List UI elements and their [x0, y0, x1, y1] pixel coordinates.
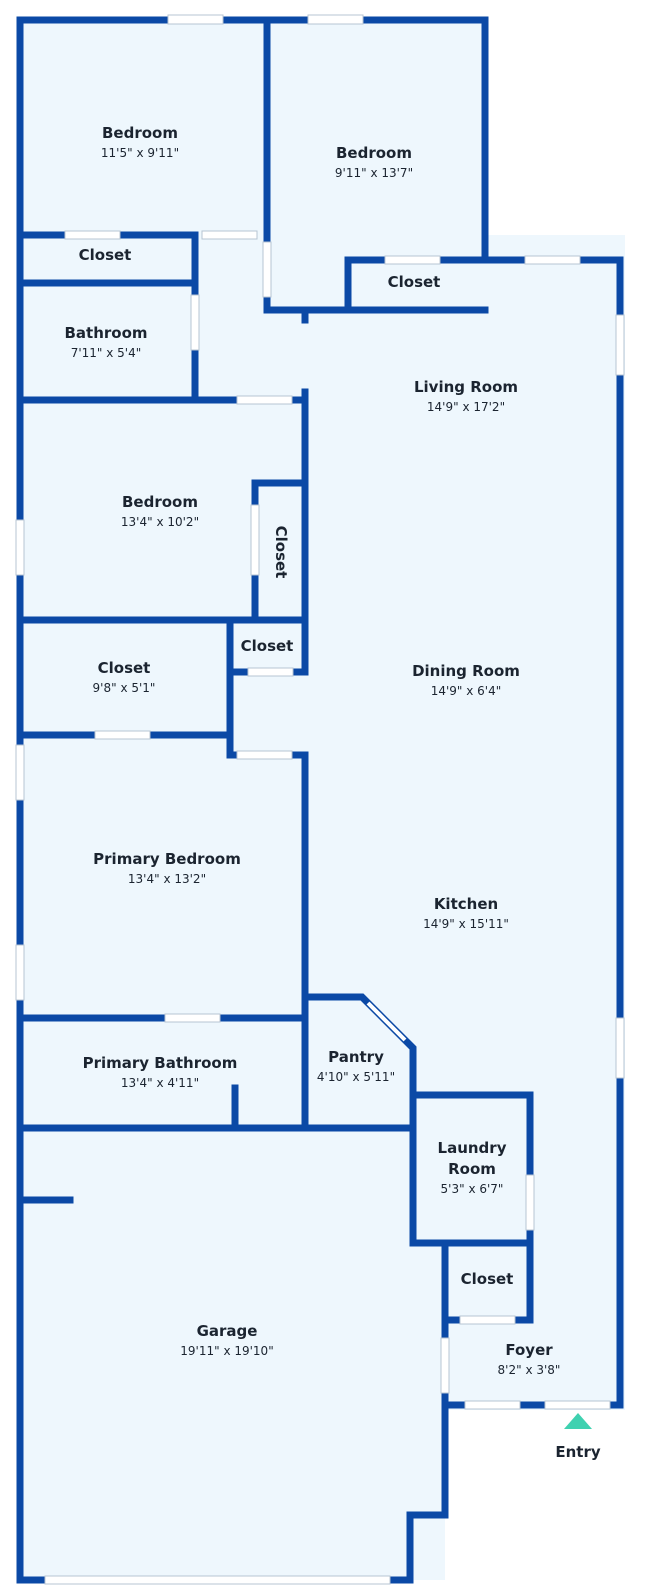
room-name: Dining Room	[412, 662, 520, 680]
room-closet-6: Closet	[461, 1270, 514, 1288]
room-dimensions: 14'9" x 17'2"	[427, 400, 505, 414]
room-dimensions: 13'4" x 10'2"	[121, 515, 199, 529]
room-foyer: Foyer 8'2" x 3'8"	[498, 1341, 561, 1377]
door-gap	[440, 1337, 450, 1394]
door-gap	[190, 294, 200, 351]
room-primary-bedroom: Primary Bedroom 13'4" x 13'2"	[93, 850, 241, 886]
entry-marker: Entry	[555, 1413, 601, 1461]
window-marker	[464, 1400, 521, 1410]
door-gap	[525, 1174, 535, 1231]
door-gap	[64, 230, 121, 240]
room-dimensions: 14'9" x 15'11"	[423, 917, 509, 931]
window-marker	[15, 944, 25, 1001]
window-marker	[615, 1017, 625, 1079]
room-name: Foyer	[505, 1341, 553, 1359]
room-closet-1: Closet	[79, 246, 132, 264]
door-gap	[236, 750, 293, 760]
room-name: Living Room	[414, 378, 518, 396]
room-garage: Garage 19'11" x 19'10"	[180, 1322, 273, 1358]
room-dimensions: 5'3" x 6'7"	[441, 1182, 504, 1196]
window-marker	[615, 314, 625, 376]
room-living-room: Living Room 14'9" x 17'2"	[414, 378, 518, 414]
window-marker	[307, 14, 364, 25]
room-name: Room	[448, 1160, 496, 1178]
room-name: Closet	[461, 1270, 514, 1288]
door-gap	[44, 1575, 391, 1585]
room-closet-2: Closet	[388, 273, 441, 291]
room-name: Closet	[98, 659, 151, 677]
window-marker	[15, 519, 25, 576]
room-bedroom-1: Bedroom 11'5" x 9'11"	[101, 124, 179, 160]
room-dimensions: 7'11" x 5'4"	[71, 346, 142, 360]
room-name: Bedroom	[122, 493, 198, 511]
window-marker	[167, 14, 224, 25]
door-gap	[384, 255, 441, 265]
room-closet-3: Closet	[272, 526, 290, 579]
room-dimensions: 9'11" x 13'7"	[335, 166, 413, 180]
entry-label: Entry	[555, 1443, 600, 1461]
room-bedroom-3: Bedroom 13'4" x 10'2"	[121, 493, 199, 529]
room-name: Closet	[388, 273, 441, 291]
door-gap	[247, 667, 294, 677]
room-dimensions: 9'8" x 5'1"	[93, 681, 156, 695]
floor-fill	[20, 20, 625, 1580]
door-gap	[250, 504, 260, 576]
room-pantry: Pantry 4'10" x 5'11"	[317, 1048, 395, 1084]
room-dimensions: 11'5" x 9'11"	[101, 146, 179, 160]
door-gap	[236, 395, 293, 405]
window-marker	[524, 255, 581, 265]
door-gap	[94, 730, 151, 740]
room-laundry: Laundry Room 5'3" x 6'7"	[438, 1139, 507, 1196]
room-dimensions: 19'11" x 19'10"	[180, 1344, 273, 1358]
room-bathroom: Bathroom 7'11" x 5'4"	[64, 324, 147, 360]
room-dimensions: 13'4" x 13'2"	[128, 872, 206, 886]
room-primary-bathroom: Primary Bathroom 13'4" x 4'11"	[83, 1054, 238, 1090]
room-name: Kitchen	[434, 895, 498, 913]
room-name: Closet	[241, 637, 294, 655]
door-gap	[262, 241, 272, 298]
room-dimensions: 8'2" x 3'8"	[498, 1363, 561, 1377]
room-dimensions: 13'4" x 4'11"	[121, 1076, 199, 1090]
room-name: Garage	[197, 1322, 258, 1340]
room-closet-4: Closet	[241, 637, 294, 655]
openings	[15, 14, 625, 1585]
entry-arrow-icon	[564, 1413, 592, 1429]
room-name: Laundry	[438, 1139, 507, 1157]
door-gap	[544, 1400, 611, 1410]
room-name: Bedroom	[336, 144, 412, 162]
door-gap	[366, 1001, 407, 1042]
room-closet-5: Closet 9'8" x 5'1"	[93, 659, 156, 695]
room-name: Closet	[79, 246, 132, 264]
room-dimensions: 4'10" x 5'11"	[317, 1070, 395, 1084]
room-name: Closet	[272, 526, 290, 579]
room-dimensions: 14'9" x 6'4"	[431, 684, 502, 698]
window-marker	[15, 744, 25, 801]
room-name: Primary Bedroom	[93, 850, 241, 868]
room-name: Bathroom	[64, 324, 147, 342]
room-dining-room: Dining Room 14'9" x 6'4"	[412, 662, 520, 698]
room-name: Pantry	[328, 1048, 384, 1066]
room-bedroom-2: Bedroom 9'11" x 13'7"	[335, 144, 413, 180]
door-gap	[201, 230, 258, 240]
door-gap	[164, 1013, 221, 1023]
room-name: Primary Bathroom	[83, 1054, 238, 1072]
room-name: Bedroom	[102, 124, 178, 142]
door-gap	[459, 1315, 516, 1325]
room-kitchen: Kitchen 14'9" x 15'11"	[423, 895, 509, 931]
